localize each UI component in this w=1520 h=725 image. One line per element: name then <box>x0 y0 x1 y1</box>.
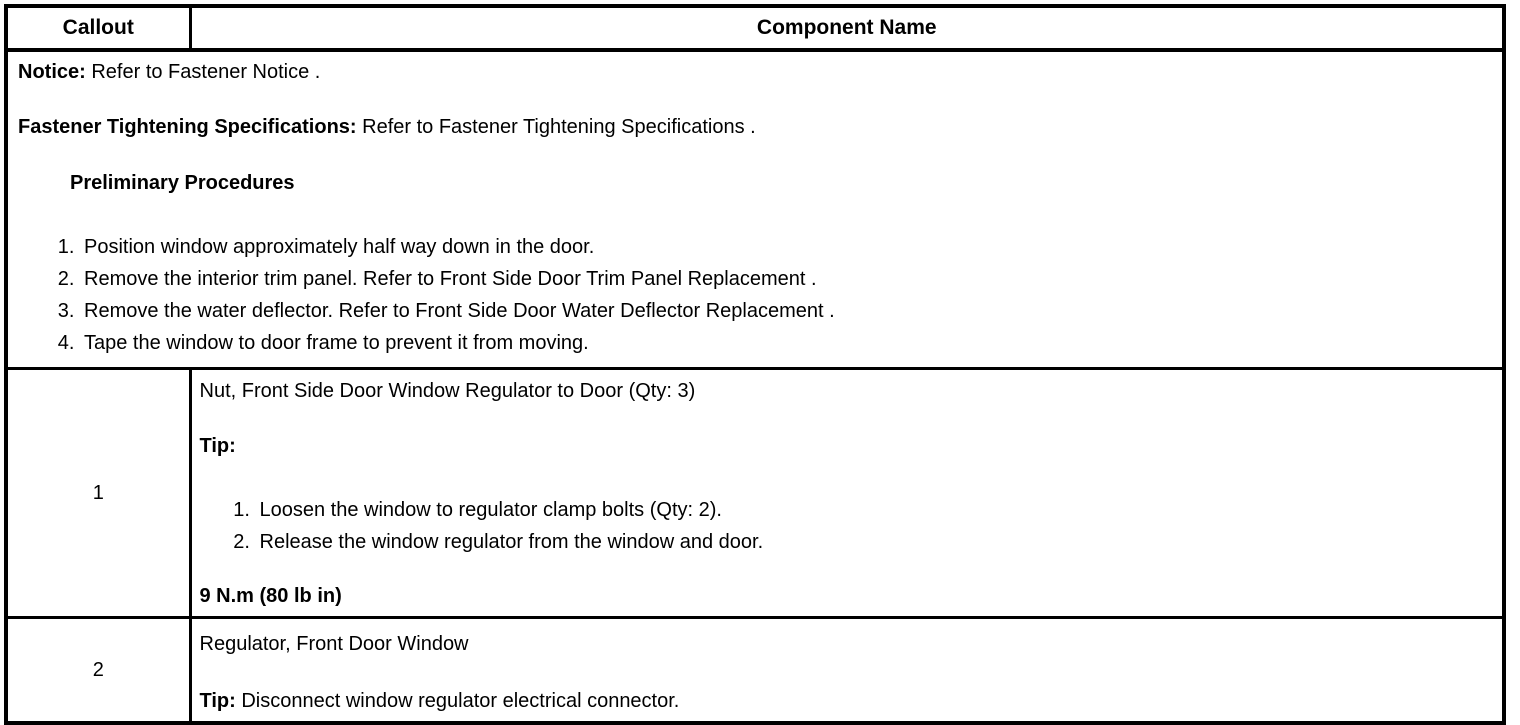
tip-line: Tip: Disconnect window regulator electri… <box>200 690 1493 713</box>
table-header-row: Callout Component Name <box>4 4 1506 52</box>
notice-text: Refer to Fastener Notice . <box>85 61 321 83</box>
table-row: 1 Nut, Front Side Door Window Regulator … <box>4 367 1506 619</box>
step-item: Remove the water deflector. Refer to Fro… <box>80 295 1492 327</box>
table-row: 2 Regulator, Front Door Window Tip: Disc… <box>4 616 1506 725</box>
step-item: Tape the window to door frame to prevent… <box>80 327 1492 359</box>
tip-step-item: Loosen the window to regulator clamp bol… <box>256 494 1493 526</box>
component-name-text: Nut, Front Side Door Window Regulator to… <box>199 380 696 402</box>
component-name-column-header: Component Name <box>188 4 1506 52</box>
notice-label: Notice: <box>18 61 86 83</box>
tip-label: Tip: <box>199 690 236 712</box>
fastener-spec-text: Refer to Fastener Tightening Specificati… <box>356 116 756 138</box>
callout-column-header: Callout <box>4 4 192 52</box>
tip-text: Disconnect window regulator electrical c… <box>235 690 680 712</box>
tip-steps-list: Loosen the window to regulator clamp bol… <box>200 494 1493 558</box>
component-callout-table: Callout Component Name Notice: Refer to … <box>4 4 1506 725</box>
fastener-spec-label: Fastener Tightening Specifications: <box>18 116 357 138</box>
fastener-spec-line: Fastener Tightening Specifications: Refe… <box>18 116 1492 139</box>
tip-line: Tip: <box>200 435 1493 458</box>
step-item: Remove the interior trim panel. Refer to… <box>80 263 1492 295</box>
notice-row: Notice: Refer to Fastener Notice . Faste… <box>4 48 1506 370</box>
fastener-notice-line: Notice: Refer to Fastener Notice . <box>18 61 1492 84</box>
tip-step-item: Release the window regulator from the wi… <box>256 526 1493 558</box>
callout-number: 2 <box>4 616 192 725</box>
callout-number: 1 <box>4 367 192 619</box>
step-item: Position window approximately half way d… <box>80 231 1492 263</box>
torque-spec: 9 N.m (80 lb in) <box>199 585 342 607</box>
component-name-text: Regulator, Front Door Window <box>199 633 469 655</box>
preliminary-procedures-heading: Preliminary Procedures <box>70 172 295 194</box>
tip-label: Tip: <box>199 435 236 457</box>
notice-cell: Notice: Refer to Fastener Notice . Faste… <box>4 48 1506 370</box>
component-cell: Nut, Front Side Door Window Regulator to… <box>188 367 1506 619</box>
component-cell: Regulator, Front Door Window Tip: Discon… <box>188 616 1506 725</box>
preliminary-steps-list: Position window approximately half way d… <box>18 231 1492 359</box>
